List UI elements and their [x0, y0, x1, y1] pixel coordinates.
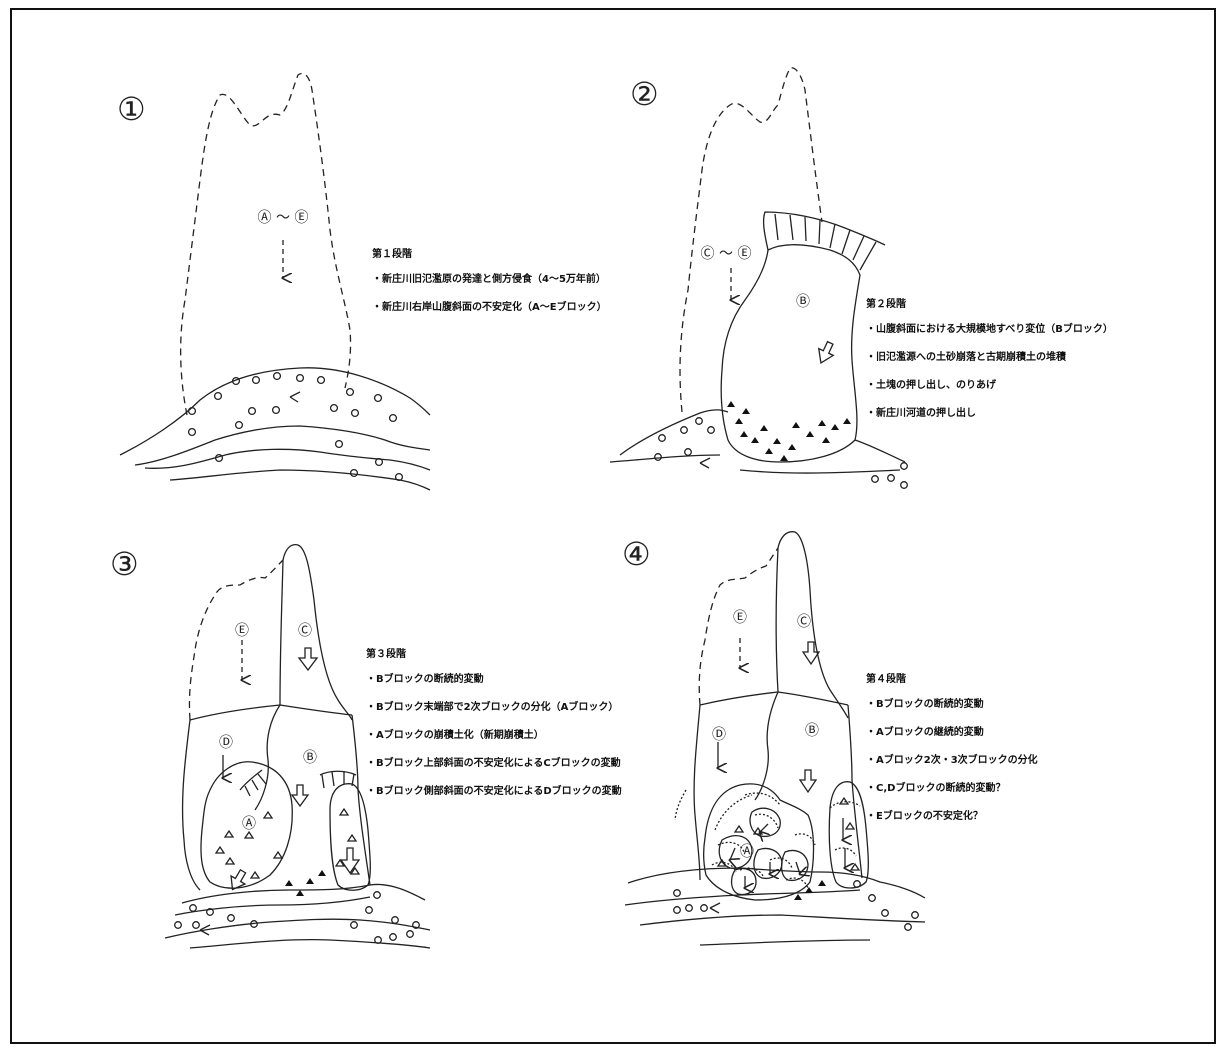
panel-3-block-e: Ⓔ — [235, 623, 249, 639]
panel-4-block-e: Ⓔ — [733, 610, 747, 626]
panel-3-block-c: Ⓒ — [298, 623, 312, 639]
stage-3-item: Aブロックの崩積土化（新期崩積土） — [366, 726, 622, 741]
scarp-hachures-4 — [675, 790, 860, 888]
stage-1-caption: 第１段階 新庄川旧氾濫原の発達と側方侵食（4～5万年前） 新庄川右岸山腹斜面の不… — [372, 245, 607, 326]
panel-2-block-b: Ⓑ — [796, 294, 810, 310]
stage-3-item: Bブロック上部斜面の不安定化によるCブロックの変動 — [366, 754, 622, 769]
sub-blocks-4 — [719, 808, 808, 894]
panel-3-block-b: Ⓑ — [303, 750, 317, 766]
stage-4-item: Eブロックの不安定化？ — [866, 807, 1038, 822]
stage-2-caption: 第２段階 山腹斜面における大規模地すべり変位（Bブロック） 旧氾濫源への土砂崩落… — [866, 295, 1113, 432]
stage-3-item: Bブロック末端部で2次ブロックの分化（Aブロック） — [366, 698, 622, 713]
stage-4-item: Aブロック2次・3次ブロックの分化 — [866, 751, 1038, 766]
stage-3-item: Bブロックの断続的変動 — [366, 670, 622, 685]
stage-4-title: 第４段階 — [866, 670, 1038, 685]
gravel-circles-3 — [175, 892, 420, 944]
stage-2-item: 新庄川河道の押し出し — [866, 404, 1113, 419]
stage-2-item: 土塊の押し出し、のりあげ — [866, 376, 1113, 391]
stage-4-item: Aブロックの継続的変動 — [866, 723, 1038, 738]
stage-1-item: 新庄川右岸山腹斜面の不安定化（A～Eブロック） — [372, 298, 607, 313]
scarp-hachures-3 — [240, 770, 356, 796]
stage-2-title: 第２段階 — [866, 295, 1113, 310]
debris-triangles-3 — [285, 870, 326, 896]
stage-3-caption: 第３段階 Bブロックの断続的変動 Bブロック末端部で2次ブロックの分化（Aブロッ… — [366, 645, 622, 810]
stage-2-item: 旧氾濫源への土砂崩落と古期崩積土の堆積 — [866, 348, 1113, 363]
stage-4-item: Bブロックの断続的変動 — [866, 695, 1038, 710]
stage-4-item: C,Dブロックの断続的変動？ — [866, 779, 1038, 794]
panel-4-block-c: Ⓒ — [797, 614, 811, 630]
scarp-hachures-2 — [775, 214, 876, 270]
panel-2-sketch — [610, 68, 907, 489]
panel-1-blocks-label: Ⓐ ～ Ⓔ — [258, 210, 309, 226]
stage-3-title: 第３段階 — [366, 645, 622, 660]
panel-4-block-d: Ⓓ — [712, 727, 726, 743]
panel-2-blocks-label: Ⓒ ～ Ⓔ — [701, 246, 752, 262]
stage-2-item: 山腹斜面における大規模地すべり変位（Bブロック） — [866, 320, 1113, 335]
stage-1-item: 新庄川旧氾濫原の発達と側方侵食（4～5万年前） — [372, 270, 607, 285]
stage-1-title: 第１段階 — [372, 245, 607, 260]
gravel-circles-4 — [674, 881, 919, 931]
panel-3-block-d: Ⓓ — [219, 735, 233, 751]
debris-triangles-2 — [727, 401, 851, 461]
stage-4-caption: 第４段階 Bブロックの断続的変動 Aブロックの継続的変動 Aブロック2次・3次ブ… — [866, 670, 1038, 835]
stage-3-item: Bブロック側部斜面の不安定化によるDブロックの変動 — [366, 782, 622, 797]
panel-4-block-b: Ⓑ — [805, 723, 819, 739]
panel-3-block-a: Ⓐ — [242, 816, 256, 832]
panel-4-block-a: Ⓐ — [740, 844, 754, 860]
